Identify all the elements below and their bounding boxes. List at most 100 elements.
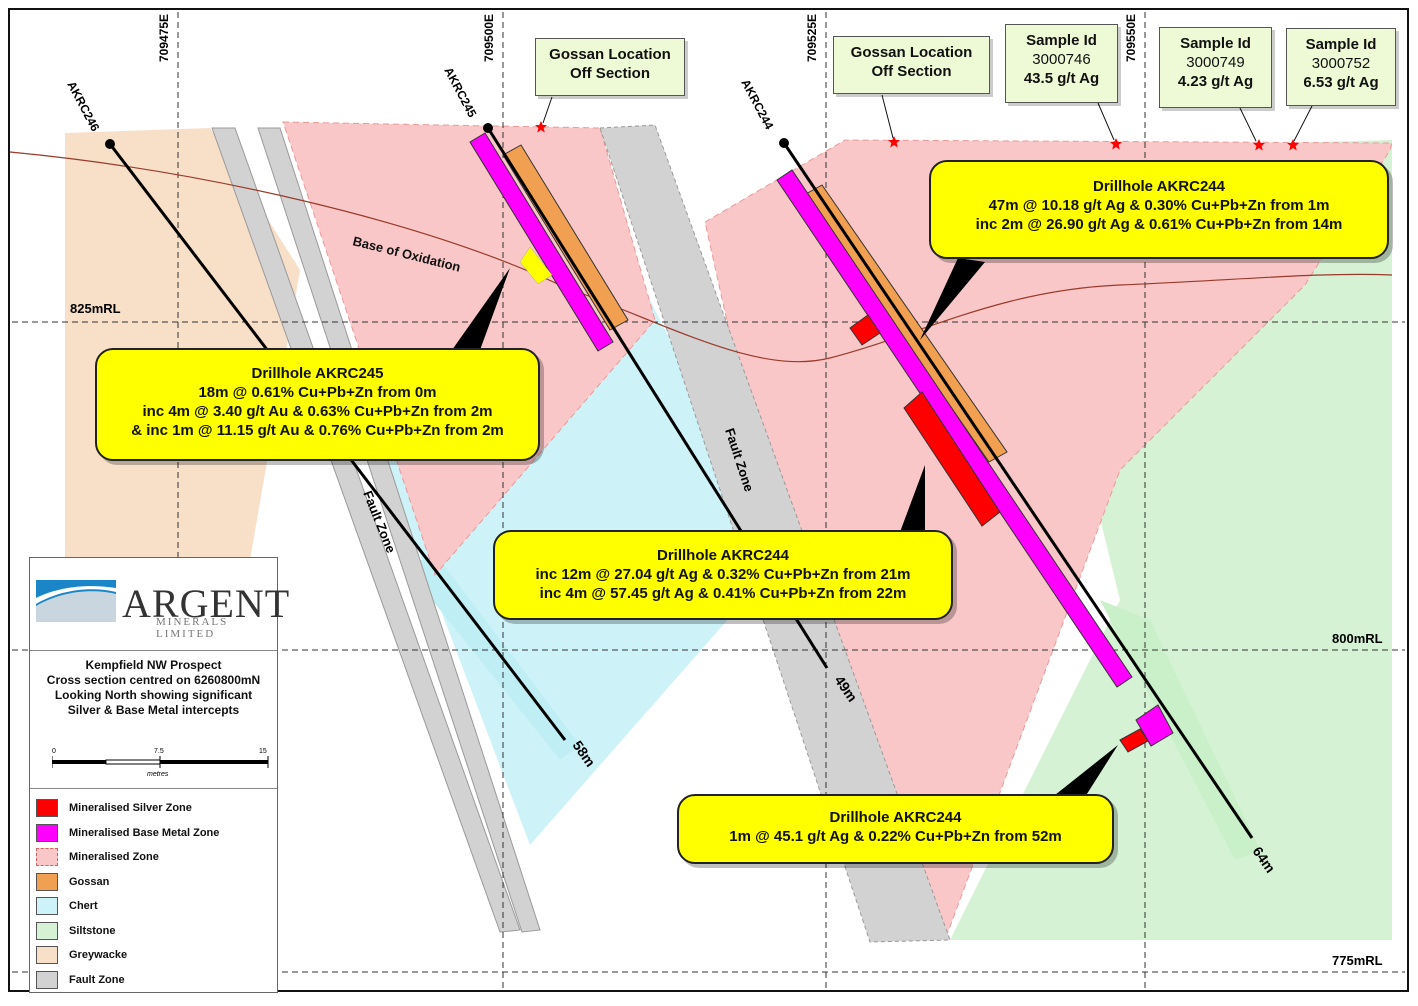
callout-title: Drillhole AKRC244 [829, 809, 962, 826]
silver-zone-akrc244-deep [1119, 728, 1149, 753]
legend-swatch [36, 921, 58, 940]
sample-id: 3000752 [1311, 55, 1371, 72]
sample-id: 3000746 [1032, 51, 1091, 68]
callout-title: Drillhole AKRC244 [657, 547, 789, 564]
legend-swatch [36, 848, 58, 866]
sample-id: 3000749 [1186, 54, 1245, 71]
callout-akrc244-mid: Drillhole AKRC244 inc 12m @ 27.04 g/t Ag… [493, 530, 953, 620]
gossan-stars [535, 121, 1299, 151]
logo-mark-stripe [36, 586, 116, 604]
legend-label: Fault Zone [69, 973, 125, 986]
legend-label: Chert [69, 900, 98, 912]
collar-akrc245 [483, 123, 493, 133]
callout-akrc244-low: Drillhole AKRC244 1m @ 45.1 g/t Ag & 0.2… [677, 794, 1114, 864]
callout-line: 1m @ 45.1 g/t Ag & 0.22% Cu+Pb+Zn from 5… [729, 828, 1062, 845]
scale-bar: 0 7.5 15 metres [52, 748, 269, 778]
base-metal-zone-akrc245 [469, 132, 614, 352]
callout-line: inc 4m @ 3.40 g/t Au & 0.63% Cu+Pb+Zn fr… [142, 403, 493, 420]
gold-intercept-akrc245 [519, 246, 553, 285]
sample-star-marker [1110, 138, 1122, 150]
legend-label: Mineralised Silver Zone [69, 802, 192, 814]
sample-label: Sample Id [1305, 36, 1377, 53]
callout-line: 47m @ 10.18 g/t Ag & 0.30% Cu+Pb+Zn from… [988, 197, 1330, 214]
collar-akrc246 [105, 139, 115, 149]
callout-line: inc 4m @ 57.45 g/t Ag & 0.41% Cu+Pb+Zn f… [539, 585, 907, 602]
legend-item: Gossan [36, 872, 271, 893]
sample-note: Sample Id 3000752 6.53 g/t Ag [1286, 28, 1396, 106]
sample-grade: 43.5 g/t Ag [1023, 70, 1100, 87]
easting-label: 709525E [805, 14, 819, 62]
legend-item: Greywacke [36, 946, 271, 966]
callout-line: inc 12m @ 27.04 g/t Ag & 0.32% Cu+Pb+Zn … [535, 566, 911, 583]
sample-label: Sample Id [1026, 32, 1097, 49]
gossan-star-marker [888, 136, 900, 148]
legend-item: Siltstone [36, 921, 271, 942]
base-metal-zone-akrc244 [776, 169, 1133, 688]
legend-swatch [36, 897, 58, 915]
sample-grade: 6.53 g/t Ag [1303, 74, 1379, 91]
drillhole-trace-akrc244 [782, 142, 1254, 839]
legend-label: Greywacke [69, 949, 128, 961]
legend-label: Mineralised Base Metal Zone [69, 826, 220, 839]
sample-star-marker [1253, 139, 1265, 151]
gossan-note: Gossan Location Off Section [833, 36, 990, 94]
caption-line: Looking North showing significant [54, 688, 253, 702]
fault-zone-band-1 [211, 127, 521, 933]
sample-star-marker [1287, 139, 1299, 151]
callout-line: inc 2m @ 26.90 g/t Ag & 0.61% Cu+Pb+Zn f… [975, 216, 1343, 233]
note-line: Off Section [569, 65, 650, 82]
caption-line: Kempfield NW Prospect [85, 658, 222, 672]
silver-zone-akrc244-upper [849, 314, 881, 346]
gossan-intercept-akrc245 [502, 144, 629, 331]
scale-unit: metres [147, 771, 169, 778]
callout-title: Drillhole AKRC244 [1093, 178, 1225, 195]
scale-tick-label: 0 [52, 748, 56, 755]
legend-item: Chert [36, 897, 271, 917]
legend-item: Mineralised Base Metal Zone [36, 823, 271, 844]
rl-label: 825mRL [70, 301, 121, 316]
figure-caption: Kempfield NW Prospect Cross section cent… [30, 658, 277, 718]
sample-note: Sample Id 3000749 4.23 g/t Ag [1159, 27, 1272, 108]
legend-label: Siltstone [69, 924, 116, 937]
gossan-note: Gossan Location Off Section [535, 38, 685, 96]
sample-note: Sample Id 3000746 43.5 g/t Ag [1005, 24, 1118, 103]
note-line: Gossan Location [850, 44, 973, 61]
company-logo: ARGENT MINERALS LIMITED [30, 558, 289, 651]
scale-segment [160, 760, 268, 764]
legend-swatch [36, 970, 58, 989]
legend-swatch [36, 946, 58, 964]
silver-zone-akrc244-main [903, 391, 1001, 527]
scale-tick-label: 15 [259, 748, 267, 755]
scale-tick-label: 7.5 [154, 748, 164, 755]
callout-title: Drillhole AKRC245 [251, 365, 384, 382]
callout-akrc244-top: Drillhole AKRC244 47m @ 10.18 g/t Ag & 0… [929, 160, 1389, 259]
easting-label: 709500E [482, 14, 496, 62]
legend-label: Mineralised Zone [69, 851, 159, 863]
collar-akrc244 [779, 138, 789, 148]
legend-swatch [36, 872, 58, 891]
callout-line: 18m @ 0.61% Cu+Pb+Zn from 0m [198, 384, 437, 401]
logo-mark-swoosh [36, 591, 116, 622]
note-pointer [542, 96, 553, 124]
legend-swatch [36, 823, 58, 842]
caption-line: Silver & Base Metal intercepts [67, 703, 240, 717]
easting-label: 709550E [1124, 14, 1138, 62]
note-line: Gossan Location [549, 46, 671, 63]
logo-mark [36, 580, 116, 622]
sample-label: Sample Id [1180, 35, 1251, 52]
gossan-star-marker [535, 121, 547, 133]
callout-pointer-akrc244-mid [900, 465, 925, 532]
legend-swatch [36, 799, 58, 817]
fault-zone-band-2 [257, 127, 541, 933]
note-pointer [1293, 105, 1313, 142]
title-block: ARGENT MINERALS LIMITED Kempfield NW Pro… [29, 557, 289, 994]
callout-pointer-akrc244-low [1055, 745, 1118, 797]
note-line: Off Section [871, 63, 952, 80]
callout-line: & inc 1m @ 11.15 g/t Au & 0.76% Cu+Pb+Zn… [131, 422, 504, 439]
legend-item: Mineralised Zone [36, 848, 271, 868]
scale-segment [52, 760, 106, 764]
legend-item: Fault Zone [36, 970, 271, 991]
callout-pointer-akrc245 [452, 268, 510, 350]
